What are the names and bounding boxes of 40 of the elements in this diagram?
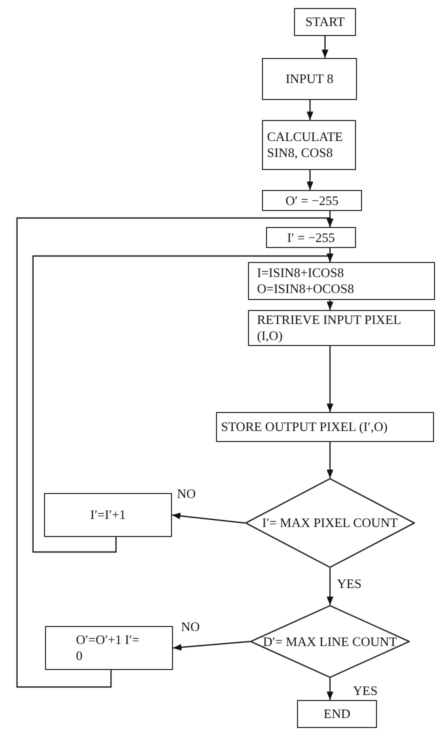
process-box [262,58,357,100]
process-box [262,190,362,211]
process-box [216,412,434,442]
process-box [262,120,356,170]
step-text: INPUT 8 [286,71,334,87]
arrow [326,346,334,412]
arrow [16,217,334,688]
arrow [322,36,328,58]
process-box [45,626,173,670]
step-text: D′= MAX LINE COUNT [262,634,398,650]
step-text: START [305,14,345,30]
step-text: I′=I′+1 [90,507,126,523]
process-box [248,310,435,346]
arrow [306,170,314,190]
step-text: CALCULATE SIN8, COS8 [267,129,344,161]
arrow [326,568,334,605]
process-box [44,493,172,537]
edge-label: YES [336,577,363,592]
step-text: RETRIEVE INPUT PIXEL (I,O) [257,312,402,344]
process-box [297,700,377,728]
process-box [294,8,356,36]
edge-label: NO [180,620,201,634]
arrow [326,300,334,310]
step-text: O′ = −255 [286,192,338,208]
arrow [172,512,246,524]
edge-label: YES [352,684,379,698]
arrow [326,442,334,478]
step-text: I′= MAX PIXEL COUNT [261,515,399,531]
process-box [266,227,356,248]
process-box [248,262,435,300]
step-text: I=ISIN8+ICOS8 O=ISIN8+OCOS8 [257,265,356,297]
step-text: I′ = −255 [287,230,335,246]
step-text: END [324,706,350,722]
arrow [306,100,314,120]
step-text: O′=O′+1 I′= 0 [76,632,140,664]
arrow [172,640,250,651]
arrow [32,254,334,553]
step-text: STORE OUTPUT PIXEL (I′,O) [221,419,388,435]
edge-label: NO [176,487,197,502]
arrow [326,678,334,700]
